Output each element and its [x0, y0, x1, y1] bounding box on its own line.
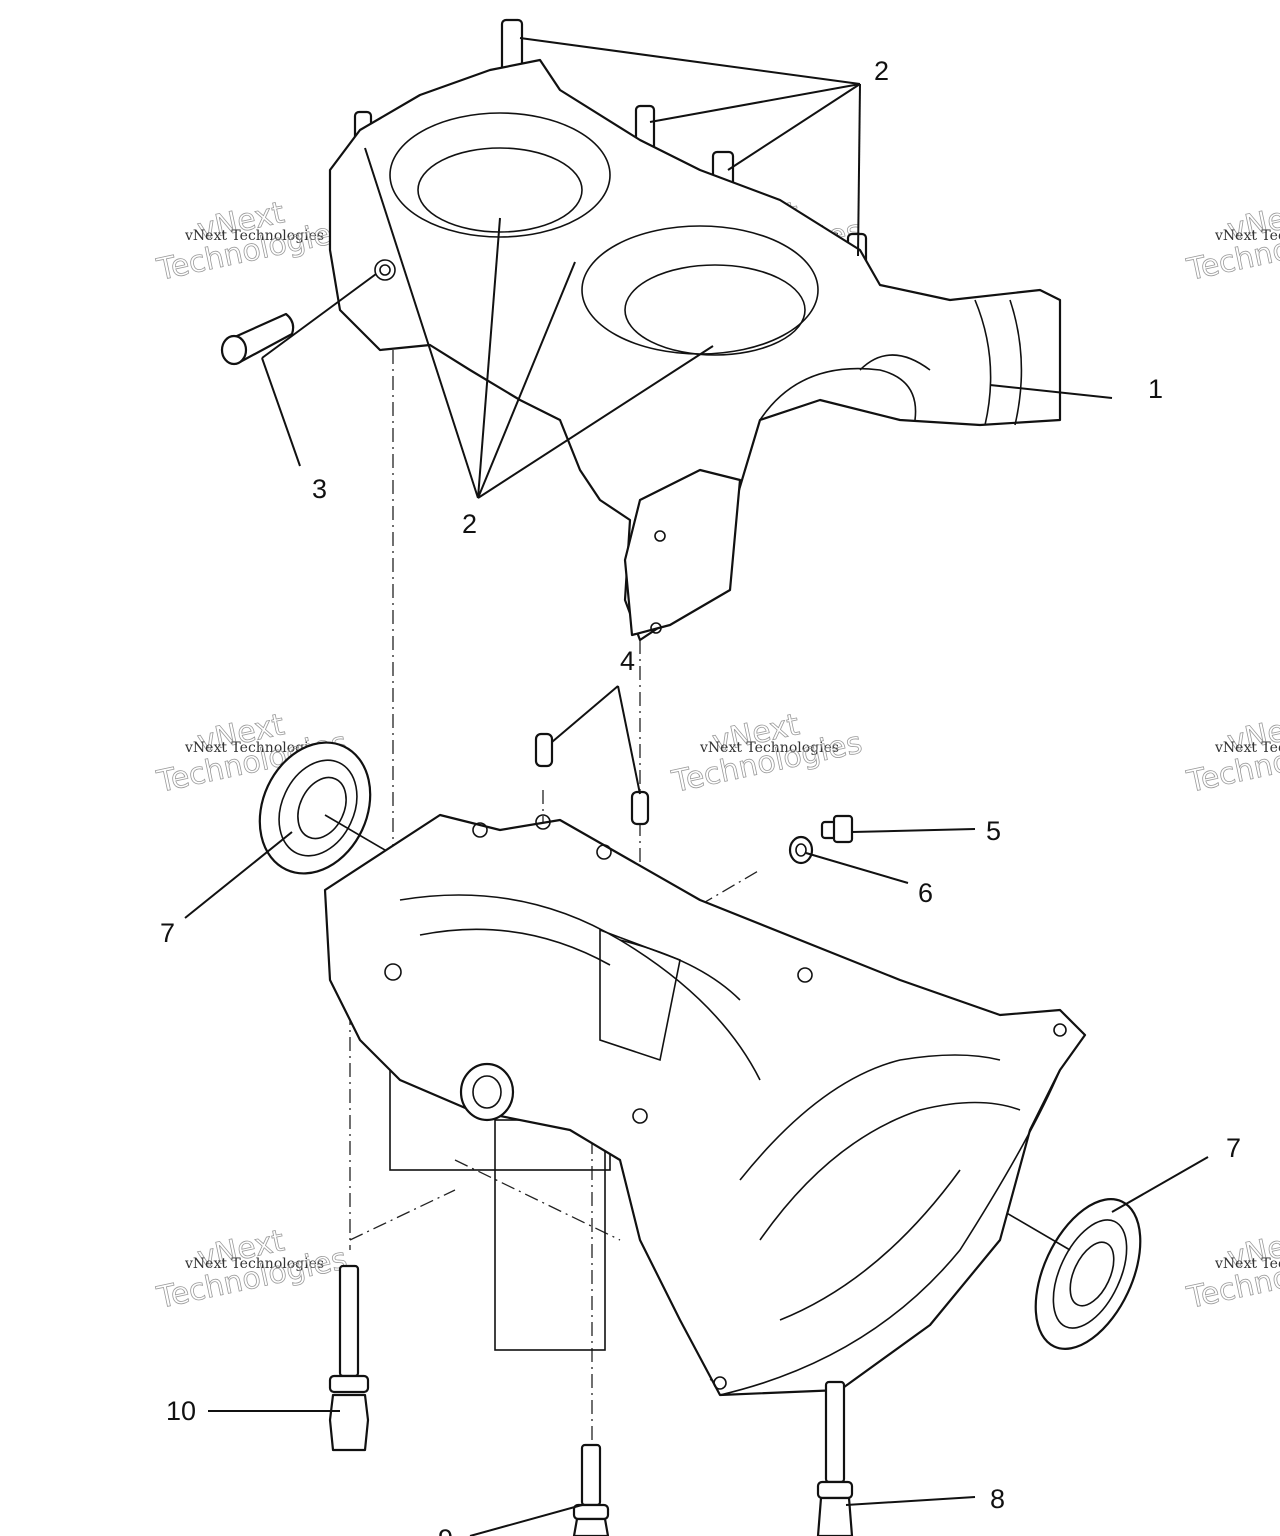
callout-6: 6 — [918, 878, 933, 908]
callout-9: 9 — [438, 1524, 453, 1536]
watermark-caption: vNext Technologies — [1214, 228, 1280, 244]
bolt-8 — [816, 1380, 854, 1536]
callout-1: 1 — [1148, 374, 1163, 404]
callout-labels: 1 2 2 3 4 5 6 7 7 8 9 10 — [160, 56, 1241, 1536]
watermark-caption: vNext Technologies — [184, 1256, 324, 1272]
dowel-pins — [534, 732, 650, 826]
watermark-caption: vNext Technologies — [699, 740, 839, 756]
lower-crankcase — [323, 813, 1087, 1397]
callout-5: 5 — [986, 816, 1001, 846]
crank-seal-left — [258, 741, 372, 875]
sealing-washer — [788, 835, 814, 865]
callout-3: 3 — [312, 474, 327, 504]
callout-8: 8 — [990, 1484, 1005, 1514]
bolt-10 — [328, 1264, 370, 1452]
sleeve-bushing — [220, 312, 295, 366]
leader-lines — [184, 37, 1209, 1536]
crank-seal-right — [1034, 1198, 1142, 1350]
watermark-caption: vNext Technologies — [1214, 740, 1280, 756]
callout-2-bottom: 2 — [462, 509, 477, 539]
callout-2-top: 2 — [874, 56, 889, 86]
callout-10: 10 — [166, 1396, 196, 1426]
drain-plug — [820, 814, 854, 844]
callout-7-right: 7 — [1226, 1133, 1241, 1163]
callout-7-left: 7 — [160, 918, 175, 948]
watermark-caption: vNext Technologies — [184, 740, 324, 756]
callout-4: 4 — [620, 646, 635, 676]
watermark-caption: vNext Technologies — [184, 228, 324, 244]
bolt-9 — [572, 1443, 610, 1536]
watermark-caption: vNext Technologies — [1214, 1256, 1280, 1272]
